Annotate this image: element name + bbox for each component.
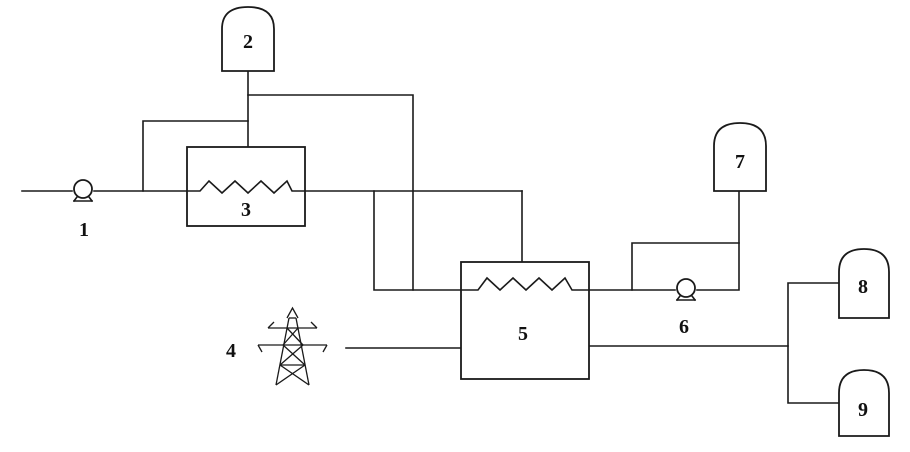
tank-8: 8 — [839, 249, 889, 318]
pump-icon — [74, 180, 92, 201]
power-source-4: 4 — [226, 308, 327, 385]
label-9: 9 — [858, 399, 868, 421]
pump-icon — [677, 279, 695, 300]
tank-9: 9 — [839, 370, 889, 436]
label-3: 3 — [241, 199, 251, 221]
label-1: 1 — [79, 219, 89, 241]
pump6-to-tank7-pipe — [697, 191, 739, 290]
tank-7: 7 — [714, 123, 766, 191]
pump-1: 1 — [74, 180, 92, 241]
label-6: 6 — [679, 316, 689, 338]
power-tower-icon — [258, 308, 327, 385]
label-4: 4 — [226, 340, 236, 362]
unit-5: 5 — [461, 262, 589, 379]
tank-2: 2 — [222, 7, 274, 71]
exchanger5-feed-loop-pipe — [374, 191, 461, 290]
product-split-pipe — [788, 283, 839, 403]
label-2: 2 — [243, 31, 253, 53]
label-5: 5 — [518, 323, 528, 345]
unit5-shell — [461, 262, 589, 379]
pipe-network — [22, 71, 839, 403]
heat-exchanger-3: 3 — [187, 147, 305, 226]
pump-6: 6 — [677, 279, 695, 338]
label-7: 7 — [735, 151, 745, 173]
label-8: 8 — [858, 276, 868, 298]
